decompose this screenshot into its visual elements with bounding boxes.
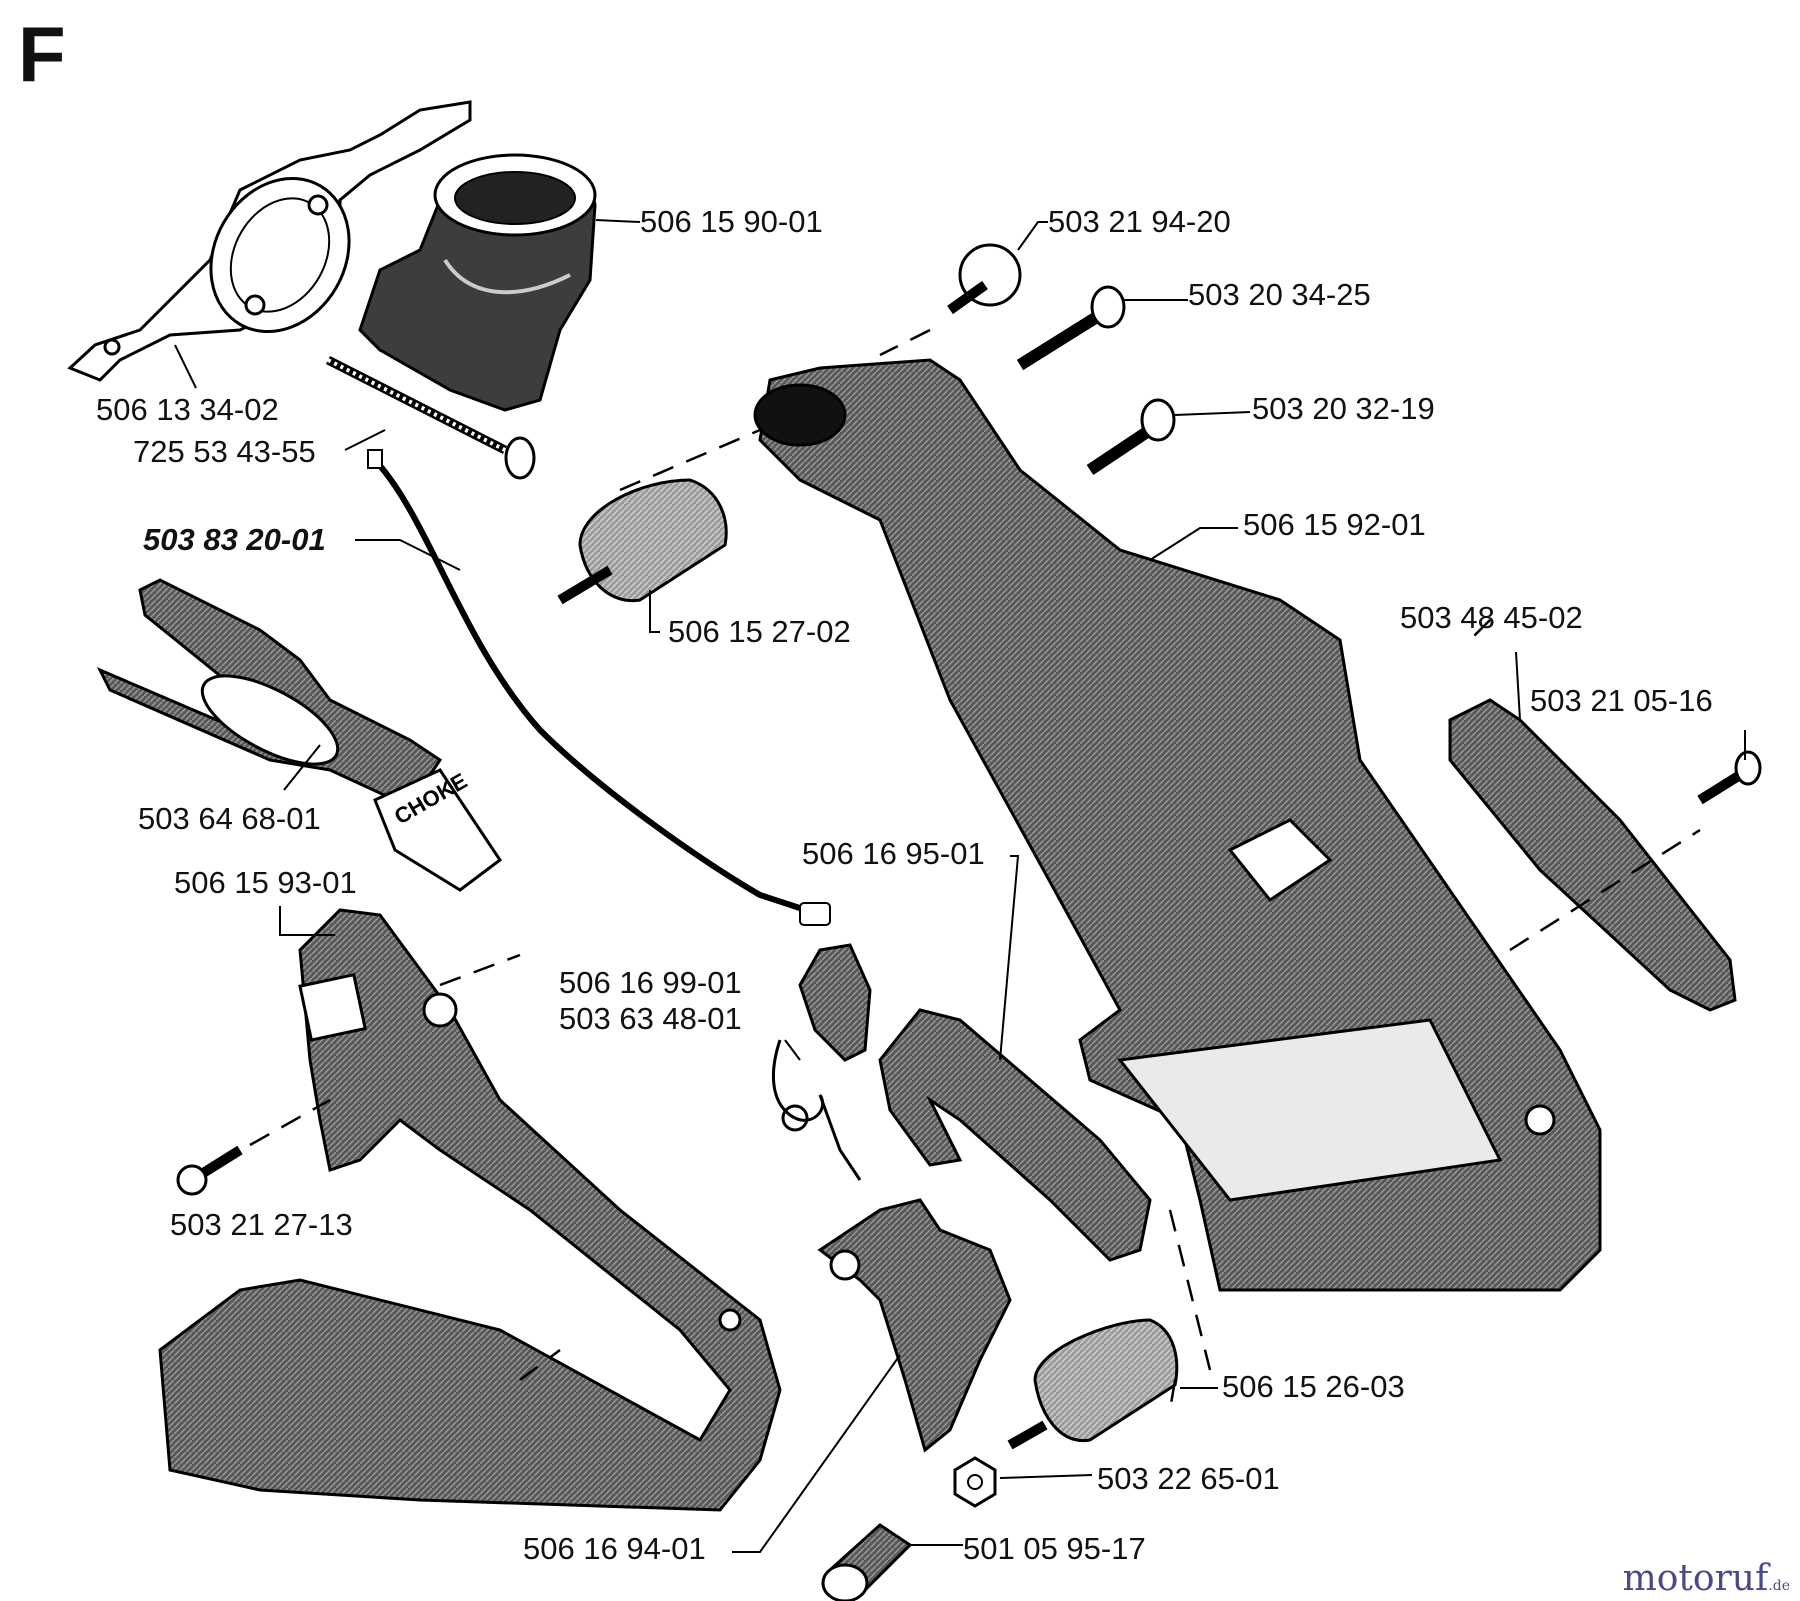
- leader-lines: [174, 219, 1746, 1553]
- section-letter: F: [18, 10, 66, 98]
- part-label-503-21-27-13: 503 21 27-13: [170, 1207, 353, 1242]
- spacer-sleeve-illustration: [821, 1523, 913, 1601]
- part-label-506-16-95-01: 506 16 95-01: [802, 836, 985, 871]
- screw-c-illustration: [1697, 750, 1762, 805]
- brand-name: motoruf: [1622, 1558, 1769, 1599]
- part-label-506-15-92-01: 506 15 92-01: [1243, 507, 1426, 542]
- part-label-503-21-05-16: 503 21 05-16: [1530, 683, 1713, 718]
- trigger-lockout-illustration: [798, 943, 872, 1062]
- screw-a-illustration: [1016, 285, 1126, 371]
- handle-cover-left-illustration: [158, 908, 782, 1512]
- part-label-506-16-94-01: 506 16 94-01: [523, 1531, 706, 1566]
- brand-tld: .de: [1768, 1578, 1790, 1594]
- part-label-501-05-95-17: 501 05 95-17: [963, 1531, 1146, 1566]
- part-label-503-63-48-01: 503 63 48-01: [559, 1001, 742, 1036]
- throttle-lockout-lever-illustration: [817, 1198, 1012, 1453]
- trigger-spring-illustration: [771, 1039, 862, 1181]
- rubber-buffer-upper-illustration: [557, 478, 728, 605]
- rubber-buffer-lower-illustration: [1007, 1318, 1179, 1450]
- part-label-503-48-45-02: 503 48 45-02: [1400, 600, 1583, 635]
- part-label-503-22-65-01: 503 22 65-01: [1097, 1461, 1280, 1496]
- part-label-503-83-20-01: 503 83 20-01: [143, 522, 326, 557]
- choke-control-illustration: CHOKE: [96, 578, 503, 892]
- long-bolt-illustration: [325, 355, 536, 480]
- brand-watermark: motoruf.de: [1623, 1558, 1790, 1599]
- rear-handle-housing-illustration: [753, 358, 1602, 1292]
- part-label-503-20-32-19: 503 20 32-19: [1252, 391, 1435, 426]
- carburetor-bracket-illustration: [67, 100, 472, 382]
- part-label-506-15-90-01: 506 15 90-01: [640, 204, 823, 239]
- mushroom-screw-illustration: [947, 243, 1022, 315]
- part-label-503-21-94-20: 503 21 94-20: [1048, 204, 1231, 239]
- screw-b-illustration: [1086, 398, 1176, 475]
- intake-elbow-illustration: [358, 153, 597, 412]
- part-label-506-15-93-01: 506 15 93-01: [174, 865, 357, 900]
- part-label-725-53-43-55: 725 53 43-55: [133, 434, 316, 469]
- throttle-cable-illustration: [367, 449, 831, 926]
- part-label-503-64-68-01: 503 64 68-01: [138, 801, 321, 836]
- part-label-506-16-99-01: 506 16 99-01: [559, 965, 742, 1000]
- handle-cover-plate-illustration: [1448, 698, 1737, 1012]
- hex-nut-illustration: [953, 1456, 997, 1508]
- throttle-trigger-illustration: [878, 1008, 1152, 1262]
- part-label-503-20-34-25: 503 20 34-25: [1188, 277, 1371, 312]
- part-label-506-15-26-03: 506 15 26-03: [1222, 1369, 1405, 1404]
- screw-d-illustration: [176, 1145, 243, 1196]
- part-label-506-15-27-02: 506 15 27-02: [668, 614, 851, 649]
- part-label-506-13-34-02: 506 13 34-02: [96, 392, 279, 427]
